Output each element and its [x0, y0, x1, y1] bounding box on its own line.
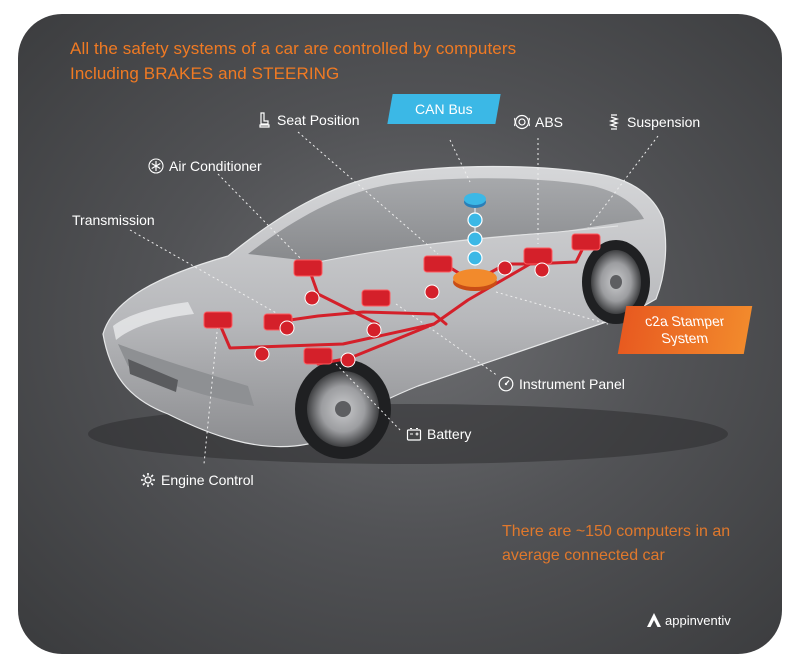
rear-wheel: [582, 240, 650, 324]
transmission-label: Transmission: [72, 212, 155, 228]
abs-icon: [514, 114, 530, 130]
brand-name: appinventiv: [665, 612, 731, 628]
engine-control-text: Engine Control: [161, 472, 254, 488]
c2a-stamper-text: c2a Stamper System: [643, 313, 727, 347]
battery-icon: [406, 427, 422, 441]
instrument-panel-text: Instrument Panel: [519, 376, 625, 392]
seat-position-text: Seat Position: [277, 112, 360, 128]
gateway-nodes: [254, 260, 550, 368]
diagram-card: All the safety systems of a car are cont…: [18, 14, 782, 654]
abs-text: ABS: [535, 114, 564, 130]
battery-label: Battery: [406, 426, 471, 442]
snowflake-icon: [148, 158, 164, 174]
c2a-line-2: System: [660, 330, 710, 346]
air-conditioner-label: Air Conditioner: [148, 158, 262, 174]
can-bus-text: CAN Bus: [415, 101, 473, 117]
car-diagram: [88, 131, 728, 465]
battery-text: Battery: [427, 426, 472, 442]
transmission-text: Transmission: [72, 212, 155, 228]
brand-logo: appinventiv: [646, 612, 731, 628]
instrument-panel-label: Instrument Panel: [498, 376, 625, 392]
front-wheel: [295, 359, 391, 459]
suspension-label: Suspension: [606, 114, 700, 130]
c2a-line-1: c2a Stamper: [643, 313, 727, 329]
gauge-icon: [498, 376, 514, 392]
can-bus-label: CAN Bus: [387, 94, 501, 124]
footnote: There are ~150 computers in an average c…: [502, 523, 731, 564]
can-hub: [453, 193, 497, 291]
car-body: [88, 165, 728, 464]
engine-control-label: Engine Control: [140, 472, 254, 488]
abs-label: ABS: [514, 114, 563, 130]
c2a-stamper-label: c2a Stamper System: [617, 306, 753, 354]
air-conditioner-text: Air Conditioner: [169, 158, 262, 174]
headline-line-2: Including BRAKES and STEERING: [70, 64, 340, 83]
seat-icon: [259, 112, 270, 128]
logo-icon: [647, 613, 661, 627]
suspension-icon: [608, 114, 620, 130]
headline-line-1: All the safety systems of a car are cont…: [70, 39, 517, 58]
headline: All the safety systems of a car are cont…: [70, 36, 516, 86]
gear-icon: [141, 473, 155, 487]
leader-lines: [129, 131, 659, 465]
suspension-text: Suspension: [627, 114, 701, 130]
seat-position-label: Seat Position: [256, 112, 360, 128]
